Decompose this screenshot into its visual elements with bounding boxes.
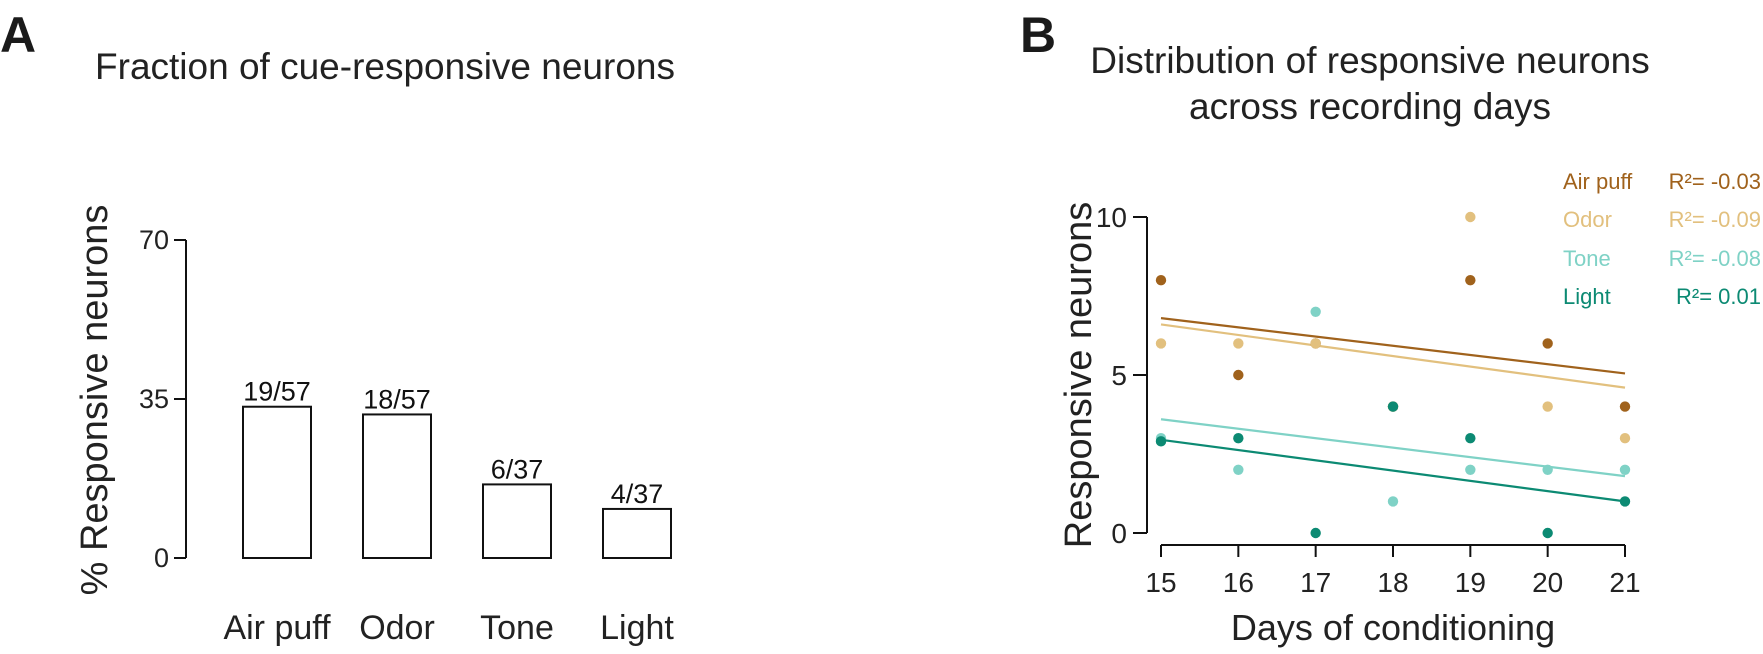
bar-data-label: 6/37 — [491, 454, 544, 484]
data-point — [1465, 275, 1476, 286]
panel-b-title: Distribution of responsive neurons acros… — [1070, 38, 1670, 131]
x-tick-label: 20 — [1532, 567, 1563, 598]
data-point — [1155, 436, 1167, 447]
legend-entry-r2: R²= -0.03 — [1669, 169, 1761, 194]
y-tick-label: 35 — [139, 384, 169, 414]
panel-b-title-line-2: across recording days — [1189, 86, 1551, 128]
bar-data-label: 4/37 — [611, 479, 664, 509]
x-category-label: Air puff — [223, 609, 331, 647]
x-tick-label: 16 — [1223, 567, 1254, 598]
data-point — [1465, 433, 1476, 444]
x-category-label: Light — [600, 609, 674, 647]
y-axis-label: Responsive neurons — [1058, 202, 1100, 548]
data-point — [1619, 464, 1631, 475]
bar-data-label: 19/57 — [243, 377, 311, 407]
data-point — [1310, 527, 1321, 539]
data-point — [1542, 338, 1553, 349]
fit-line — [1160, 418, 1626, 478]
panel-a-letter: A — [0, 7, 37, 63]
y-tick-label: 10 — [1096, 202, 1127, 233]
bar — [362, 413, 432, 559]
legend-entry-name: Air puff — [1563, 169, 1633, 194]
x-tick-label: 18 — [1377, 567, 1408, 598]
y-tick-label: 70 — [139, 225, 169, 255]
legend-entry-r2: R²= -0.08 — [1669, 246, 1761, 271]
fit-line — [1160, 438, 1626, 503]
panel-a-title: Fraction of cue-responsive neurons — [95, 46, 675, 87]
data-point — [1542, 527, 1553, 539]
data-point — [1155, 275, 1167, 286]
data-point — [1387, 401, 1399, 412]
x-axis-label: Days of conditioning — [1231, 607, 1555, 648]
data-point — [1233, 369, 1244, 381]
panel-b-title-line-1: Distribution of responsive neurons — [1090, 40, 1650, 81]
legend-entry-name: Tone — [1563, 246, 1611, 271]
bar — [482, 483, 552, 559]
x-tick-label: 17 — [1300, 567, 1331, 598]
data-point — [1233, 464, 1244, 475]
data-point — [1310, 338, 1321, 349]
data-point — [1542, 401, 1553, 412]
legend-entry-r2: R²= 0.01 — [1676, 284, 1761, 309]
y-tick-label: 0 — [1111, 518, 1127, 549]
x-category-label: Odor — [359, 609, 435, 647]
data-point — [1310, 306, 1321, 317]
bar — [242, 405, 312, 560]
bar — [602, 507, 672, 559]
fit-line — [1160, 323, 1626, 389]
x-category-label: Tone — [480, 609, 554, 647]
y-axis-label: % Responsive neurons — [74, 205, 116, 596]
legend-entry-r2: R²= -0.09 — [1669, 207, 1761, 232]
y-tick-label: 5 — [1111, 360, 1127, 391]
bar-data-label: 18/57 — [363, 384, 431, 414]
data-point — [1155, 338, 1167, 349]
legend-entry-name: Odor — [1563, 207, 1612, 232]
data-point — [1619, 433, 1631, 444]
fit-line — [1160, 317, 1626, 375]
data-point — [1542, 464, 1553, 475]
legend-entry-name: Light — [1563, 284, 1611, 309]
data-point — [1465, 211, 1476, 223]
data-point — [1619, 496, 1631, 507]
x-tick-label: 21 — [1609, 567, 1640, 598]
y-tick-label: 0 — [154, 543, 169, 573]
data-point — [1465, 464, 1476, 475]
x-tick-label: 19 — [1455, 567, 1486, 598]
data-point — [1387, 496, 1399, 507]
data-point — [1619, 401, 1631, 412]
x-tick-label: 15 — [1145, 567, 1176, 598]
data-point — [1233, 433, 1244, 444]
data-point — [1233, 338, 1244, 349]
panel-b-letter: B — [1020, 7, 1057, 63]
